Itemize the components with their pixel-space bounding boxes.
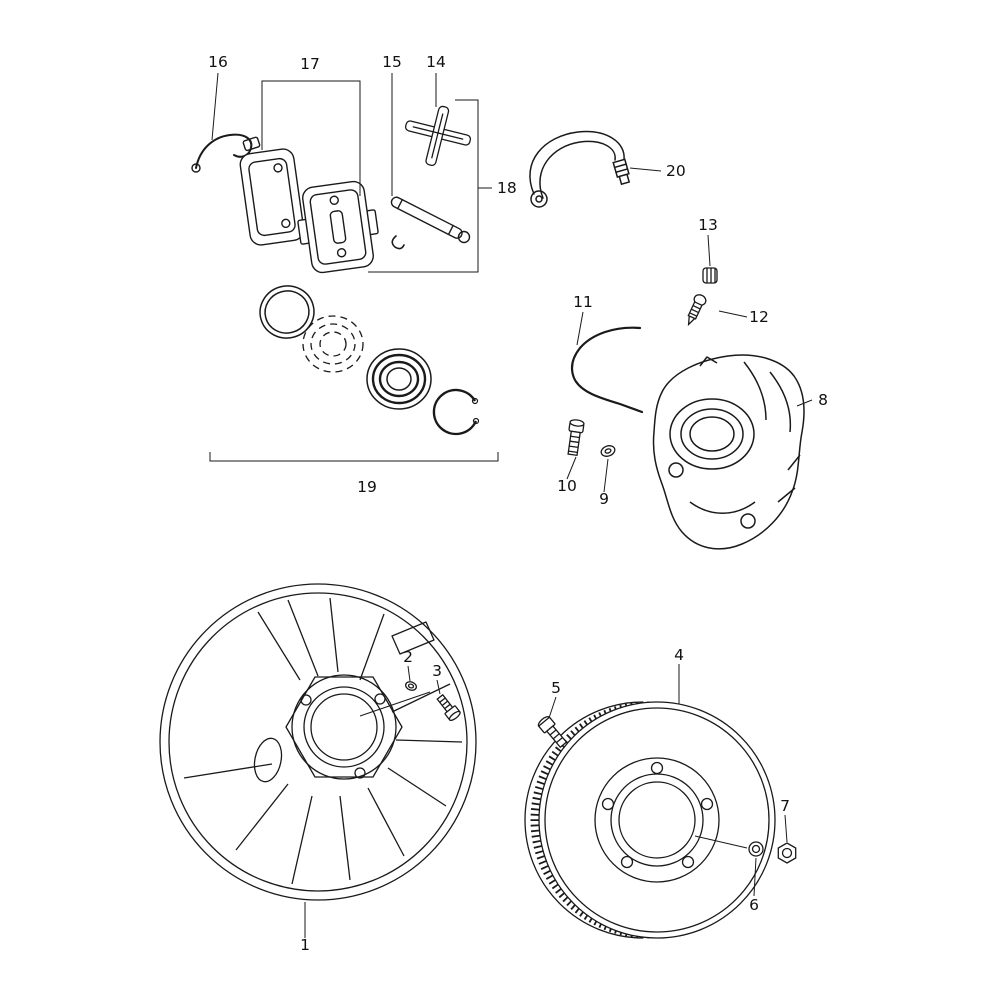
part-label-12: 12 xyxy=(749,308,769,326)
spring-clip-drawing xyxy=(570,326,644,414)
part-label-5: 5 xyxy=(551,679,561,697)
part-label-8: 8 xyxy=(818,391,828,409)
bleeder-valve-drawing xyxy=(687,294,707,327)
part-label-7: 7 xyxy=(780,797,790,815)
part-label-14: 14 xyxy=(426,53,446,71)
bolt-10-drawing xyxy=(567,419,585,457)
part-label-15: 15 xyxy=(382,53,402,71)
brake-disc-drawing xyxy=(524,701,776,939)
part-labels: 1 2 3 4 5 6 7 8 9 10 11 12 13 14 15 16 1… xyxy=(208,53,828,954)
washer-2-drawing xyxy=(359,681,431,717)
part-label-4: 4 xyxy=(674,646,684,664)
brake-caliper-drawing xyxy=(652,354,805,550)
part-label-18: 18 xyxy=(497,179,517,197)
part-label-17: 17 xyxy=(300,55,320,73)
part-label-1: 1 xyxy=(300,936,310,954)
part-label-3: 3 xyxy=(432,662,442,680)
part-label-10: 10 xyxy=(557,477,577,495)
part-label-16: 16 xyxy=(208,53,228,71)
leader-lines xyxy=(209,72,813,938)
bolt-5-drawing xyxy=(537,715,568,749)
washer-6-drawing xyxy=(748,841,764,857)
splash-shield-drawing xyxy=(159,583,477,901)
part-label-20: 20 xyxy=(666,162,686,180)
part-label-11: 11 xyxy=(573,293,593,311)
part-label-6: 6 xyxy=(749,896,759,914)
brake-hose-drawing xyxy=(529,130,631,208)
bolt-3-drawing xyxy=(436,693,461,722)
part-label-2: 2 xyxy=(403,648,413,666)
brake-pads-drawing xyxy=(239,148,379,274)
part-label-9: 9 xyxy=(599,490,609,508)
piston-seal-kit-drawing xyxy=(259,285,480,436)
nut-7-drawing xyxy=(777,842,797,864)
guide-pin-drawing xyxy=(390,196,471,250)
part-label-13: 13 xyxy=(698,216,718,234)
spreader-spring-drawing xyxy=(404,105,472,167)
washer-9-drawing xyxy=(600,445,616,457)
part-label-19: 19 xyxy=(357,478,377,496)
bleeder-cap-drawing xyxy=(702,267,718,284)
